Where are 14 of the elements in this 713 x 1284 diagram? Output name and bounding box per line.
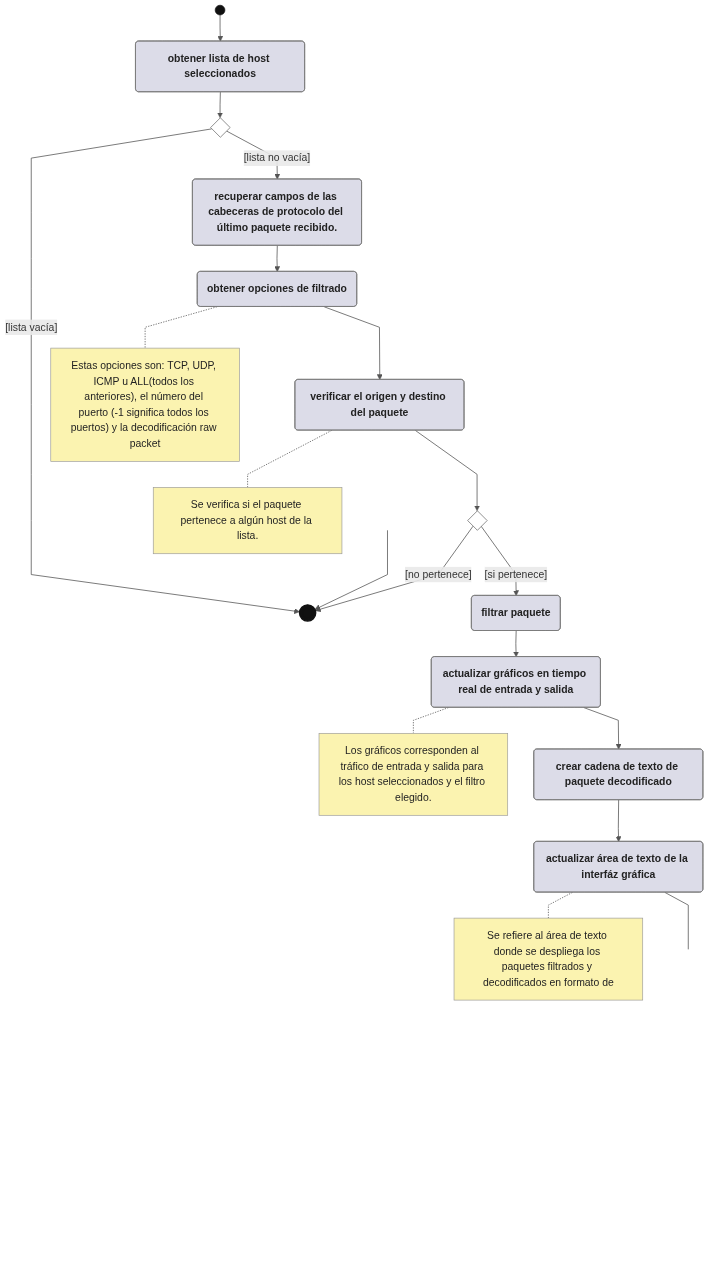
edge-label: [lista vacía] [5, 321, 58, 333]
node-diamond [467, 510, 488, 531]
node-box: Estas opciones son: TCP, UDP, ICMP u ALL(todos los anteriores), el número del puerto (-1 significa todos los puertos) y la decodificación raw packet [50, 347, 240, 462]
node-box: Los gráficos corresponden al tráfico de entrada y salida para los host seleccionados y el filtro elegido. [318, 733, 509, 816]
connector [412, 707, 449, 734]
node-box: Se verifica si el paquete pertenece a algún host de la lista. [152, 487, 343, 555]
edge-label: [no pertenece] [405, 568, 472, 580]
node-diamond [210, 117, 231, 138]
edge-label: [lista no vacía] [243, 152, 311, 164]
connector [664, 892, 689, 950]
node-box: Se refiere al área de texto donde se despliega los paquetes filtrados y decodificados en formato de [453, 917, 644, 1001]
edge-label: [si pertenece] [484, 568, 548, 580]
node-circle [214, 4, 226, 16]
connector [548, 892, 573, 919]
